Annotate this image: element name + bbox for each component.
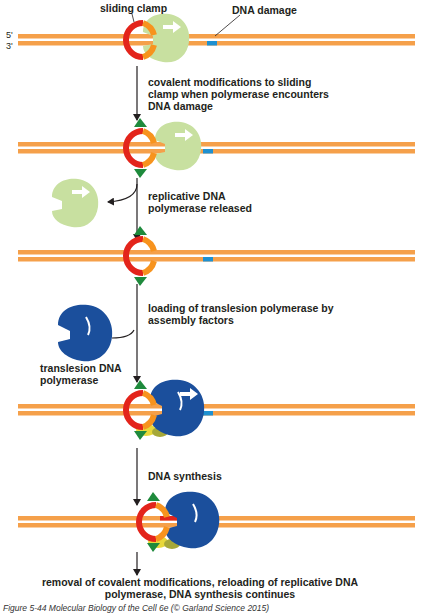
- strand-end: 3': [6, 41, 20, 51]
- step-arrow: [136, 284, 137, 382]
- sliding-clamp: [139, 505, 167, 539]
- step-text: loading of translesion polymerase by ass…: [148, 302, 343, 326]
- sliding-clamp: [126, 393, 154, 427]
- dna-damage: [203, 257, 213, 262]
- release-arrow: [108, 184, 137, 202]
- covalent-modification: [134, 118, 147, 178]
- part-label: translesion DNA polymerase: [40, 362, 135, 386]
- step-arrow: [136, 448, 137, 505]
- part-label: sliding clamp: [100, 2, 190, 14]
- step-text: replicative DNA polymerase released: [148, 190, 268, 214]
- dna-duplex: [18, 404, 415, 416]
- translesion-polymerase: [165, 492, 219, 549]
- figure-caption: Figure 5-44 Molecular Biology of the Cel…: [3, 602, 269, 614]
- dna-damage: [203, 149, 213, 154]
- dna-duplex: [18, 34, 415, 46]
- sliding-clamp: [126, 23, 154, 57]
- leader-line: [215, 15, 240, 36]
- replicative-polymerase: [155, 122, 201, 171]
- translesion-polymerase: [58, 305, 112, 362]
- part-label: DNA damage: [232, 4, 322, 16]
- direction-arrow: [180, 388, 198, 400]
- dna-duplex: [18, 250, 415, 262]
- strand-end: 5': [6, 30, 20, 40]
- step-text: DNA synthesis: [148, 470, 268, 482]
- step-arrow: [136, 552, 137, 575]
- dna-damage: [207, 41, 217, 46]
- covalent-modification: [147, 492, 160, 552]
- replicative-polymerase: [52, 179, 98, 228]
- dna-duplex: [18, 142, 415, 154]
- leader-line: [132, 14, 134, 22]
- covalent-modification: [134, 380, 147, 440]
- sliding-clamp: [126, 131, 154, 165]
- dna-damage: [203, 411, 213, 416]
- translesion-polymerase: [150, 380, 204, 437]
- step-text: removal of covalent modifications, reloa…: [40, 576, 360, 600]
- step-text: covalent modifications to sliding clamp …: [148, 76, 333, 112]
- step-arrow: [136, 66, 137, 120]
- sliding-clamp: [126, 239, 154, 273]
- loading-arrow: [112, 330, 134, 338]
- covalent-modification: [134, 226, 147, 286]
